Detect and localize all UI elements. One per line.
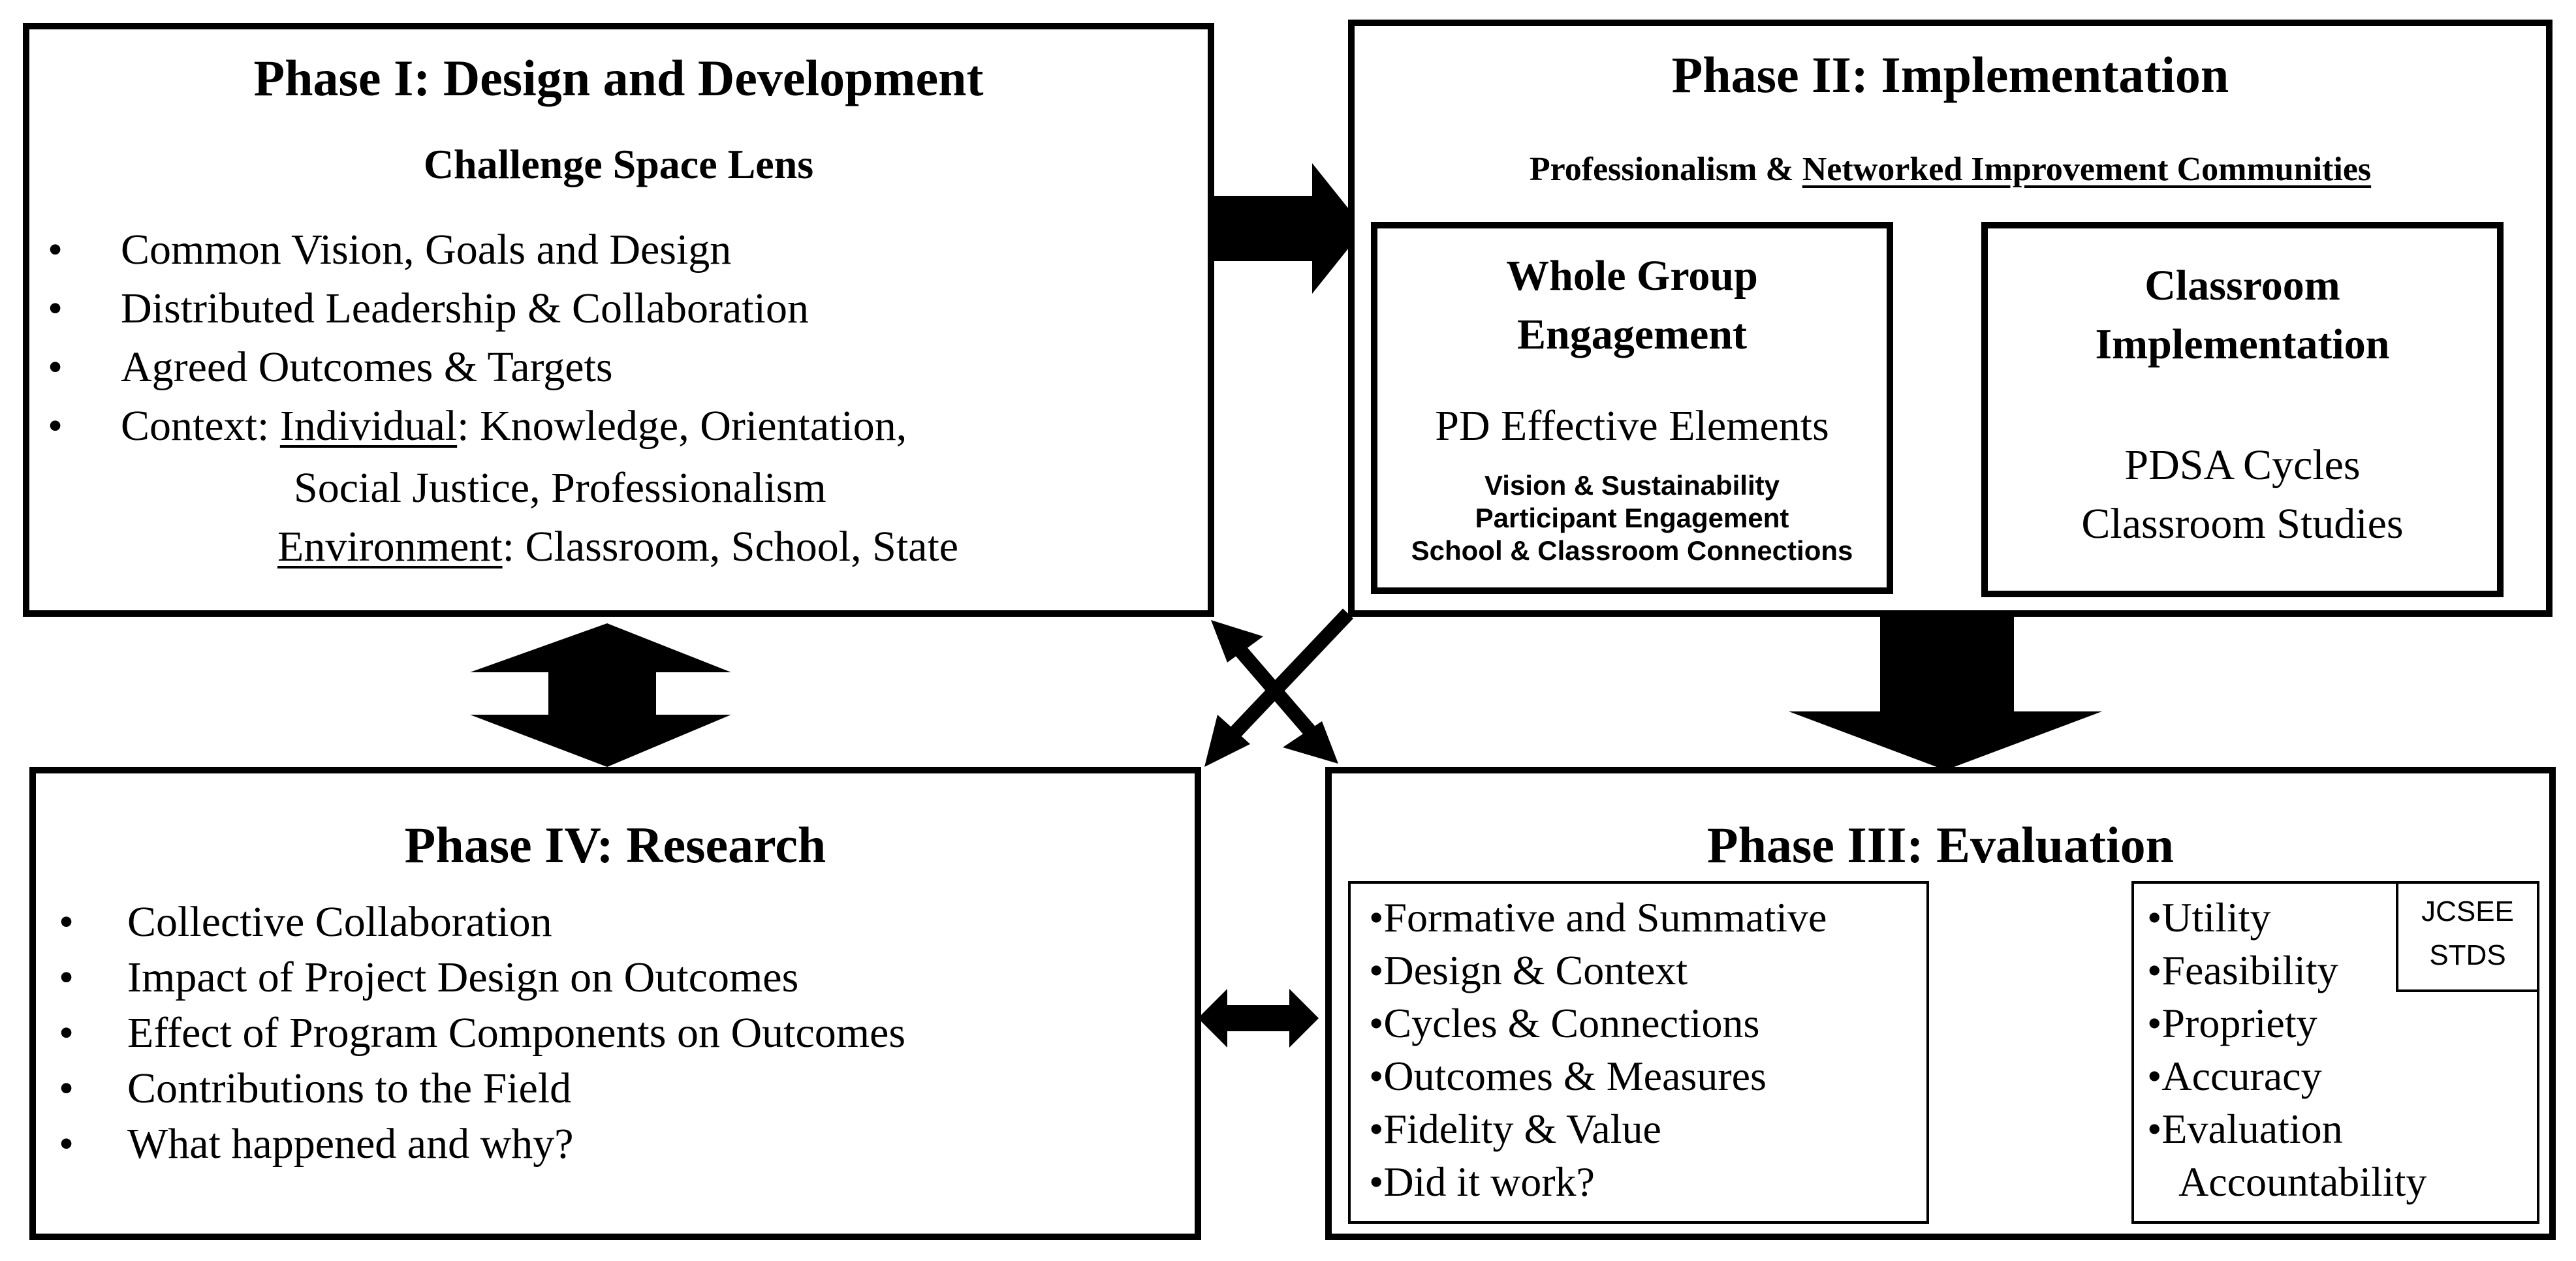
bullet-dot: • [48, 402, 63, 450]
list-item-text: Accuracy [2161, 1053, 2322, 1099]
context-label: Context: [121, 402, 280, 450]
list-item-text: Did it work? [1383, 1159, 1595, 1205]
bullet-dot: • [1369, 1000, 1384, 1046]
pd-element-item: Vision & Sustainability [1484, 470, 1780, 501]
jcsee-standards-list: •Utility •Feasibility •Propriety •Accura… [2134, 884, 2537, 1221]
phase4-bullets: • Collective Collaboration • Impact of P… [36, 773, 1195, 1234]
bullet-dot: • [48, 343, 63, 391]
phase2-title: Phase II: Implementation [1355, 46, 2546, 104]
phase3-title: Phase III: Evaluation [1706, 817, 2175, 873]
bullet-dot: • [59, 1065, 74, 1112]
bullet-dot: • [2147, 947, 2162, 993]
phase4-title: Phase IV: Research [404, 817, 826, 873]
list-item-text: Feasibility [2161, 947, 2338, 993]
list-item-text: Design & Context [1383, 947, 1688, 993]
bullet-dot: • [48, 226, 63, 273]
phase2-subtitle: Professionalism & Networked Improvement … [1355, 150, 2546, 189]
list-item: What happened and why? [127, 1120, 574, 1168]
arrow-phase4-phase3 [1198, 989, 1319, 1048]
phase1-bullets: • Common Vision, Goals and Design • Dist… [29, 29, 1208, 610]
phase1-box: Phase I: Design and Development Challeng… [23, 23, 1214, 617]
list-item-text: Formative and Summative [1383, 894, 1827, 941]
list-item: Collective Collaboration [127, 898, 552, 946]
environment-label: Environment [277, 523, 503, 570]
list-item-text: Propriety [2161, 1000, 2317, 1046]
environment-line: Environment: Classroom, School, State [277, 522, 958, 572]
bullet-dot: • [59, 1120, 74, 1168]
list-item: •Formative and Summative [1369, 894, 1827, 942]
context-line: Context: Individual: Knowledge, Orientat… [121, 401, 907, 451]
list-item: •Accuracy [2147, 1052, 2322, 1100]
bullet-dot: • [48, 285, 63, 332]
list-item-text: Fidelity & Value [1383, 1106, 1661, 1152]
classroom-item: Classroom Studies [2081, 500, 2404, 548]
arrow-diag-head-phase1 [1211, 620, 1263, 662]
bullet-dot: • [59, 954, 74, 1001]
bullet-dot: • [1369, 1159, 1384, 1205]
jcsee-badge: JCSEE STDS [2396, 881, 2539, 992]
list-item: •Feasibility [2147, 946, 2338, 995]
list-item: Impact of Project Design on Outcomes [127, 954, 799, 1001]
list-item: •Utility [2147, 894, 2271, 942]
classroom-title-2: Implementation [2095, 320, 2390, 368]
classroom-item: PDSA Cycles [2124, 441, 2361, 489]
bullet-dot: • [59, 898, 74, 946]
list-item-text: Outcomes & Measures [1383, 1053, 1767, 1099]
phase1-title: Phase I: Design and Development [253, 50, 984, 106]
bullet-dot: • [1369, 894, 1384, 941]
list-item: Common Vision, Goals and Design [121, 226, 732, 273]
list-item: Contributions to the Field [127, 1065, 572, 1112]
bullet-dot: • [1369, 1053, 1384, 1099]
arrow-phase2-to-phase3 [1789, 617, 2102, 770]
pd-elements-heading: PD Effective Elements [1435, 402, 1829, 450]
list-item-text: Cycles & Connections [1383, 1000, 1760, 1046]
bullet-dot: • [59, 1009, 74, 1057]
list-item: •Evaluation [2147, 1105, 2343, 1153]
phase2-subtitle-a: Professionalism & [1529, 151, 1802, 188]
list-item-text: Evaluation [2161, 1106, 2343, 1152]
bullet-dot: • [1369, 1106, 1384, 1152]
jcsee-badge-line1: JCSEE [2421, 895, 2514, 927]
jcsee-badge-line2: STDS [2429, 939, 2506, 971]
bullet-dot: • [1369, 947, 1384, 993]
phase2-title-text: Phase II: Implementation [1671, 46, 2229, 103]
phase1-subtitle: Challenge Space Lens [423, 141, 814, 187]
whole-group-title-1: Whole Group [1506, 252, 1758, 300]
arrow-diag-head-phase3 [1283, 721, 1338, 764]
bullet-dot: • [2147, 1053, 2162, 1099]
evaluation-criteria-box: •Formative and Summative •Design & Conte… [1348, 881, 1929, 1224]
phase2-subtitle-b: Networked Improvement Communities [1802, 151, 2372, 188]
evaluation-criteria-list: •Formative and Summative •Design & Conte… [1351, 884, 1926, 1221]
list-item: •Did it work? [1369, 1158, 1595, 1206]
list-item-cont: Accountability [2178, 1159, 2427, 1205]
list-item: •Propriety [2147, 999, 2317, 1048]
list-item: •Design & Context [1369, 946, 1688, 995]
classroom-title-1: Classroom [2144, 262, 2340, 309]
list-item: Effect of Program Components on Outcomes [127, 1009, 906, 1057]
bullet-dot: • [2147, 894, 2162, 941]
arrow-phase1-to-phase2 [1214, 163, 1364, 294]
phase4-box: Phase IV: Research • Collective Collabor… [29, 767, 1201, 1240]
list-item: •Fidelity & Value [1369, 1105, 1661, 1153]
environment-text: : Classroom, School, State [502, 523, 959, 570]
list-item: Agreed Outcomes & Targets [121, 343, 613, 391]
pd-element-item: Participant Engagement [1475, 503, 1789, 533]
whole-group-box: Whole Group Engagement PD Effective Elem… [1371, 222, 1893, 594]
individual-text-cont: Social Justice, Professionalism [294, 464, 826, 512]
individual-label: Individual [279, 402, 458, 450]
list-item: Distributed Leadership & Collaboration [121, 285, 809, 332]
pd-element-item: School & Classroom Connections [1411, 535, 1853, 566]
list-item-text: Utility [2161, 894, 2271, 941]
bullet-dot: • [2147, 1000, 2162, 1046]
bullet-dot: • [2147, 1106, 2162, 1152]
arrow-diag-head-phase4 [1204, 715, 1250, 767]
classroom-box: Classroom Implementation PDSA Cycles Cla… [1981, 222, 2504, 597]
arrow-phase1-phase4 [470, 623, 731, 767]
list-item: •Outcomes & Measures [1369, 1052, 1767, 1100]
list-item: •Cycles & Connections [1369, 999, 1759, 1048]
individual-text: : Knowledge, Orientation, [457, 402, 907, 450]
whole-group-title-2: Engagement [1517, 311, 1747, 358]
